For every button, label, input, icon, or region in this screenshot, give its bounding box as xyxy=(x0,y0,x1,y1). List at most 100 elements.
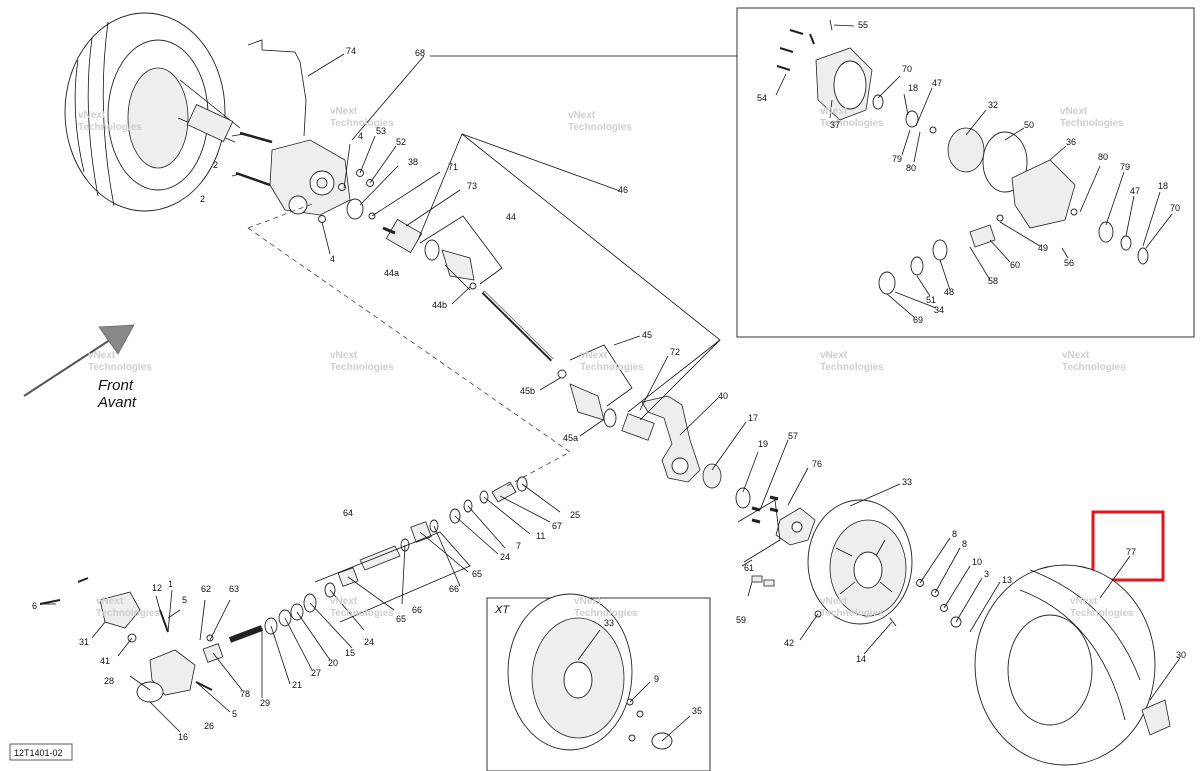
part-label-80b: 80 xyxy=(1098,152,1108,162)
svg-text:Technologies: Technologies xyxy=(96,608,160,619)
part-label-78: 78 xyxy=(240,689,250,699)
part-label-80a: 80 xyxy=(906,163,916,173)
part-label-54: 54 xyxy=(757,93,767,103)
part-label-57: 57 xyxy=(788,431,798,441)
tire-illustration xyxy=(974,564,1156,766)
part-label-40: 40 xyxy=(718,391,728,401)
part-label-10: 10 xyxy=(972,557,982,567)
svg-text:vNext: vNext xyxy=(574,596,602,607)
svg-text:vNext: vNext xyxy=(820,596,848,607)
svg-text:Technologies: Technologies xyxy=(820,118,884,129)
part-label-59: 59 xyxy=(736,615,746,625)
part-4b-icon xyxy=(318,215,326,223)
part-label-32: 32 xyxy=(988,100,998,110)
svg-text:Technologies: Technologies xyxy=(330,362,394,373)
part-labels: 74 68 2 2 4 53 52 38 71 73 4 46 44 44a 4… xyxy=(32,20,1186,742)
part-label-29: 29 xyxy=(260,698,270,708)
part-label-72: 72 xyxy=(670,347,680,357)
part-label-18b: 18 xyxy=(1158,181,1168,191)
part-label-14: 14 xyxy=(856,654,866,664)
part-label-24b: 24 xyxy=(364,637,374,647)
part-label-70b: 70 xyxy=(1170,203,1180,213)
part-label-55: 55 xyxy=(858,20,868,30)
part-label-51: 51 xyxy=(926,295,936,305)
part-label-6: 6 xyxy=(32,601,37,611)
part-label-45: 45 xyxy=(642,330,652,340)
part-label-15: 15 xyxy=(345,648,355,658)
part-label-2b: 2 xyxy=(200,194,205,204)
part-label-45b: 45b xyxy=(520,386,535,396)
part-label-71: 71 xyxy=(448,162,458,172)
bolt-2b xyxy=(235,171,271,187)
bracket-61 xyxy=(737,499,781,563)
svg-text:vNext: vNext xyxy=(330,106,358,117)
part-label-7: 7 xyxy=(516,541,521,551)
part-label-42: 42 xyxy=(784,638,794,648)
part-label-5a: 5 xyxy=(182,595,187,605)
front-label: Front xyxy=(98,377,134,394)
part-label-58: 58 xyxy=(988,276,998,286)
differential-inset-frame xyxy=(736,7,1195,338)
part-label-77: 77 xyxy=(1126,547,1136,557)
svg-text:vNext: vNext xyxy=(820,350,848,361)
part-label-16: 16 xyxy=(178,732,188,742)
svg-text:Technologies: Technologies xyxy=(580,362,644,373)
part-label-34: 34 xyxy=(934,305,944,315)
svg-text:vNext: vNext xyxy=(580,350,608,361)
part-label-17: 17 xyxy=(748,413,758,423)
part-label-46: 46 xyxy=(618,185,628,195)
part-label-12: 12 xyxy=(152,583,162,593)
part-label-3: 3 xyxy=(984,569,989,579)
part-label-38: 38 xyxy=(408,157,418,167)
differential-illustration xyxy=(776,19,1149,295)
svg-text:Technologies: Technologies xyxy=(78,122,142,133)
part-label-47b: 47 xyxy=(1130,186,1140,196)
highlight-box-77 xyxy=(1091,510,1165,582)
part-label-33b: 33 xyxy=(604,618,614,628)
part-label-25: 25 xyxy=(570,510,580,520)
svg-text:vNext: vNext xyxy=(568,110,596,121)
part-label-49: 49 xyxy=(1038,243,1048,253)
svg-text:Technologies: Technologies xyxy=(574,608,638,619)
part-label-64: 64 xyxy=(343,508,353,518)
svg-text:Technologies: Technologies xyxy=(88,362,152,373)
part-label-56: 56 xyxy=(1064,258,1074,268)
part-label-76: 76 xyxy=(812,459,822,469)
part-4a-icon xyxy=(338,183,346,191)
part-label-5b: 5 xyxy=(232,709,237,719)
part-label-1: 1 xyxy=(168,579,173,589)
part-38-icon xyxy=(346,198,364,220)
part-label-67: 67 xyxy=(552,521,562,531)
reference-code: 12T1401-02 xyxy=(14,748,63,758)
xt-nut-9c-icon xyxy=(628,734,636,742)
part-label-26: 26 xyxy=(204,721,214,731)
svg-text:Technologies: Technologies xyxy=(330,118,394,129)
part-label-19: 19 xyxy=(758,439,768,449)
weights-59-icon xyxy=(751,575,775,587)
part-label-21: 21 xyxy=(292,680,302,690)
bracket-44 xyxy=(419,215,503,285)
part-label-73: 73 xyxy=(467,181,477,191)
xt-rim-illustration xyxy=(507,593,633,751)
svg-text:vNext: vNext xyxy=(330,596,358,607)
part-label-66a: 66 xyxy=(449,584,459,594)
dashed-guide-lines xyxy=(247,202,571,488)
breather-hose xyxy=(247,39,307,137)
part-label-20: 20 xyxy=(328,658,338,668)
drive-shaft-illustration xyxy=(382,218,655,441)
leader-lines xyxy=(40,24,1181,742)
part-label-37: 37 xyxy=(830,120,840,130)
part-label-44: 44 xyxy=(506,212,516,222)
svg-text:Technologies: Technologies xyxy=(1070,608,1134,619)
part-label-47a: 47 xyxy=(932,78,942,88)
part-label-44a: 44a xyxy=(384,268,399,278)
part-label-74: 74 xyxy=(346,46,356,56)
svg-text:Technologies: Technologies xyxy=(330,608,394,619)
watermarks: vNext Technologies vNext Technologies vN… xyxy=(78,106,1134,619)
part-label-41: 41 xyxy=(100,656,110,666)
bottom-left-assembly-illustration xyxy=(39,577,213,703)
part-label-63: 63 xyxy=(229,584,239,594)
part-label-60: 60 xyxy=(1010,260,1020,270)
bolt-2a xyxy=(239,131,273,144)
